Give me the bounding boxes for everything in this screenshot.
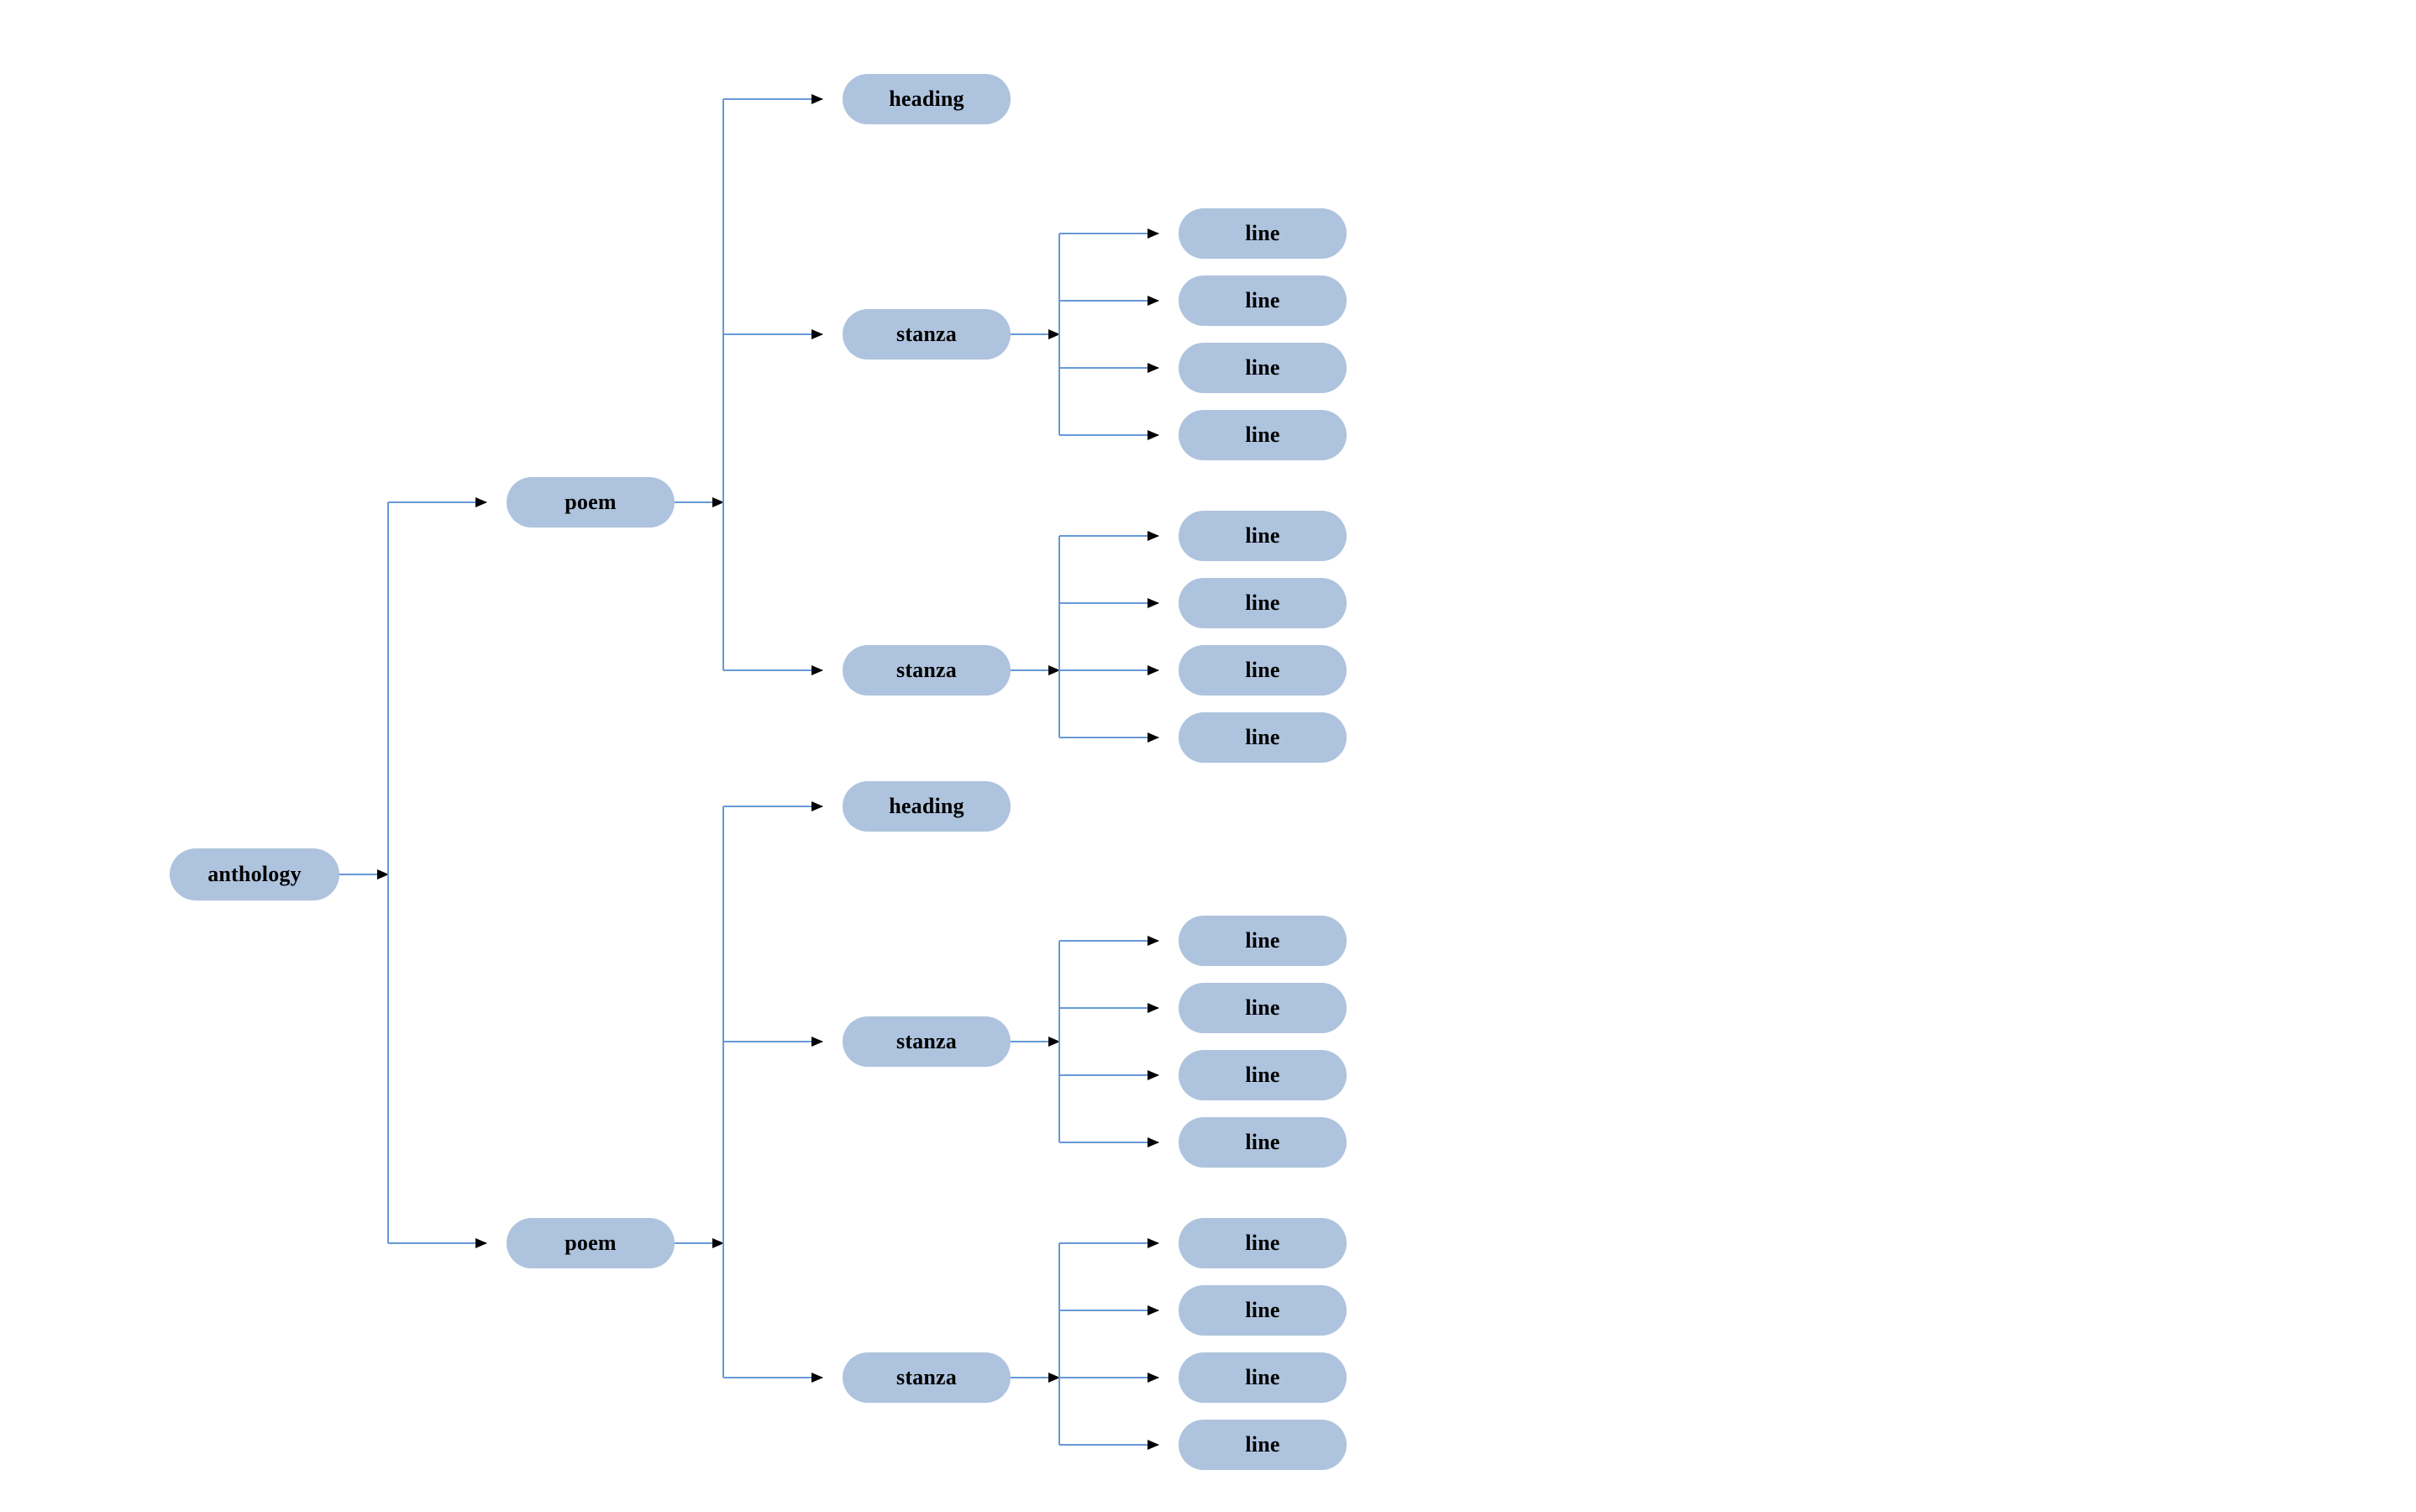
- tree-node-s4line3[interactable]: line: [1179, 1352, 1347, 1403]
- tree-node-poem1[interactable]: poem: [507, 477, 675, 528]
- tree-node-s3line4[interactable]: line: [1179, 1117, 1347, 1168]
- tree-node-stanza4[interactable]: stanza: [843, 1352, 1011, 1403]
- tree-node-label: line: [1245, 995, 1280, 1020]
- tree-node-s4line2[interactable]: line: [1179, 1285, 1347, 1336]
- tree-node-label: line: [1245, 725, 1280, 749]
- tree-node-label: line: [1245, 1298, 1280, 1322]
- tree-node-s2line3[interactable]: line: [1179, 645, 1347, 696]
- tree-node-label: line: [1245, 1063, 1280, 1087]
- tree-node-label: line: [1245, 591, 1280, 615]
- tree-node-s2line4[interactable]: line: [1179, 712, 1347, 763]
- tree-node-s2line2[interactable]: line: [1179, 578, 1347, 628]
- tree-node-label: line: [1245, 1432, 1280, 1457]
- tree-node-s3line1[interactable]: line: [1179, 916, 1347, 966]
- tree-node-label: line: [1245, 1231, 1280, 1255]
- tree-node-s1line4[interactable]: line: [1179, 410, 1347, 460]
- tree-node-label: stanza: [896, 1029, 957, 1053]
- tree-node-anthology[interactable]: anthology: [170, 848, 339, 900]
- tree-node-heading1[interactable]: heading: [843, 74, 1011, 124]
- tree-node-s2line1[interactable]: line: [1179, 511, 1347, 561]
- tree-node-label: line: [1245, 658, 1280, 682]
- tree-node-poem2[interactable]: poem: [507, 1218, 675, 1268]
- tree-node-label: line: [1245, 423, 1280, 447]
- tree-node-label: stanza: [896, 658, 957, 682]
- tree-node-label: anthology: [207, 862, 302, 886]
- tree-node-label: line: [1245, 1130, 1280, 1154]
- tree-node-label: line: [1245, 288, 1280, 312]
- tree-node-stanza3[interactable]: stanza: [843, 1016, 1011, 1067]
- tree-node-label: heading: [889, 794, 964, 818]
- tree-node-stanza1[interactable]: stanza: [843, 309, 1011, 360]
- tree-node-s1line2[interactable]: line: [1179, 276, 1347, 326]
- tree-node-s1line3[interactable]: line: [1179, 343, 1347, 393]
- tree-node-label: poem: [565, 1231, 617, 1255]
- tree-node-label: poem: [565, 490, 617, 514]
- tree-node-heading2[interactable]: heading: [843, 781, 1011, 832]
- tree-node-label: line: [1245, 523, 1280, 548]
- tree-node-s3line2[interactable]: line: [1179, 983, 1347, 1033]
- tree-node-label: line: [1245, 355, 1280, 380]
- tree-node-label: line: [1245, 928, 1280, 953]
- tree-node-label: stanza: [896, 1365, 957, 1389]
- tree-node-s4line1[interactable]: line: [1179, 1218, 1347, 1268]
- tree-node-s1line1[interactable]: line: [1179, 208, 1347, 259]
- tree-node-stanza2[interactable]: stanza: [843, 645, 1011, 696]
- tree-node-label: heading: [889, 87, 964, 111]
- tree-node-s4line4[interactable]: line: [1179, 1420, 1347, 1470]
- tree-node-label: line: [1245, 1365, 1280, 1389]
- tree-node-label: line: [1245, 221, 1280, 245]
- tree-node-label: stanza: [896, 322, 957, 346]
- tree-node-s3line3[interactable]: line: [1179, 1050, 1347, 1100]
